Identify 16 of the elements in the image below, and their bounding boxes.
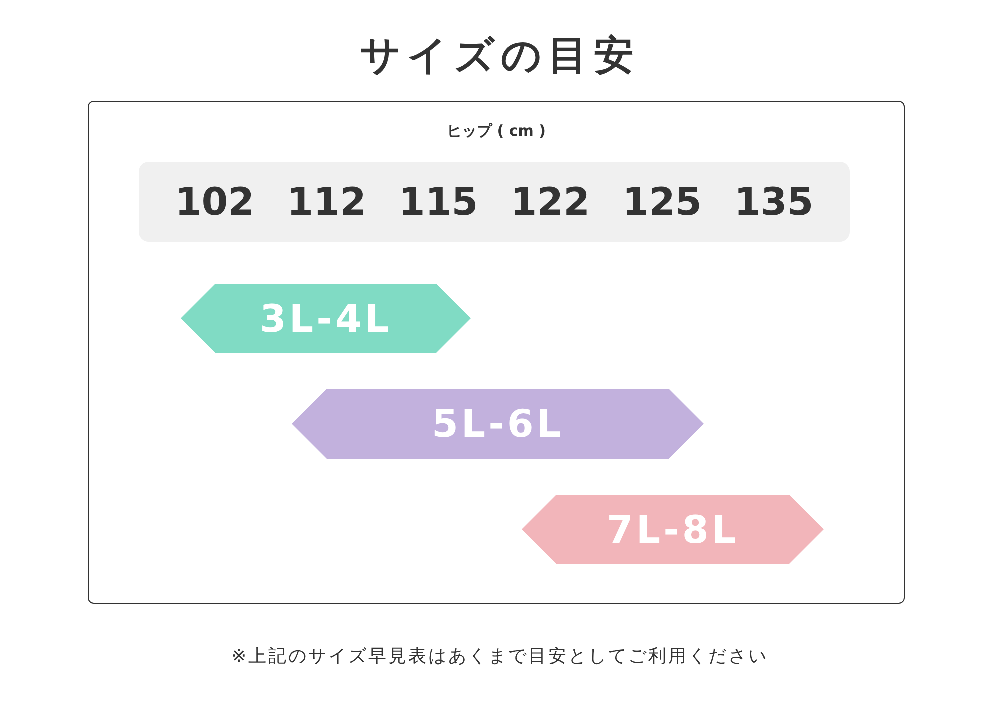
size-range-hexagon xyxy=(292,389,704,459)
hip-measurement: 102 xyxy=(175,180,255,224)
hip-measurement: 125 xyxy=(622,180,702,224)
size-label: 5L-6L xyxy=(432,402,564,446)
hip-measurement: 115 xyxy=(398,180,478,224)
chart-title: サイズの目安 xyxy=(359,32,641,81)
axis-heading: ヒップ ( cm ) xyxy=(447,122,546,141)
size-range-hexagon xyxy=(181,284,471,353)
hip-measurement: 135 xyxy=(734,180,814,224)
hip-measurement: 112 xyxy=(287,180,366,224)
footnote: ※上記のサイズ早見表はあくまで目安としてご利用ください xyxy=(231,645,769,668)
hip-measurement: 122 xyxy=(510,180,590,224)
size-label: 3L-4L xyxy=(260,296,392,340)
size-range-hexagon xyxy=(522,495,824,564)
chart-frame xyxy=(88,101,905,604)
size-label: 7L-8L xyxy=(606,508,740,552)
